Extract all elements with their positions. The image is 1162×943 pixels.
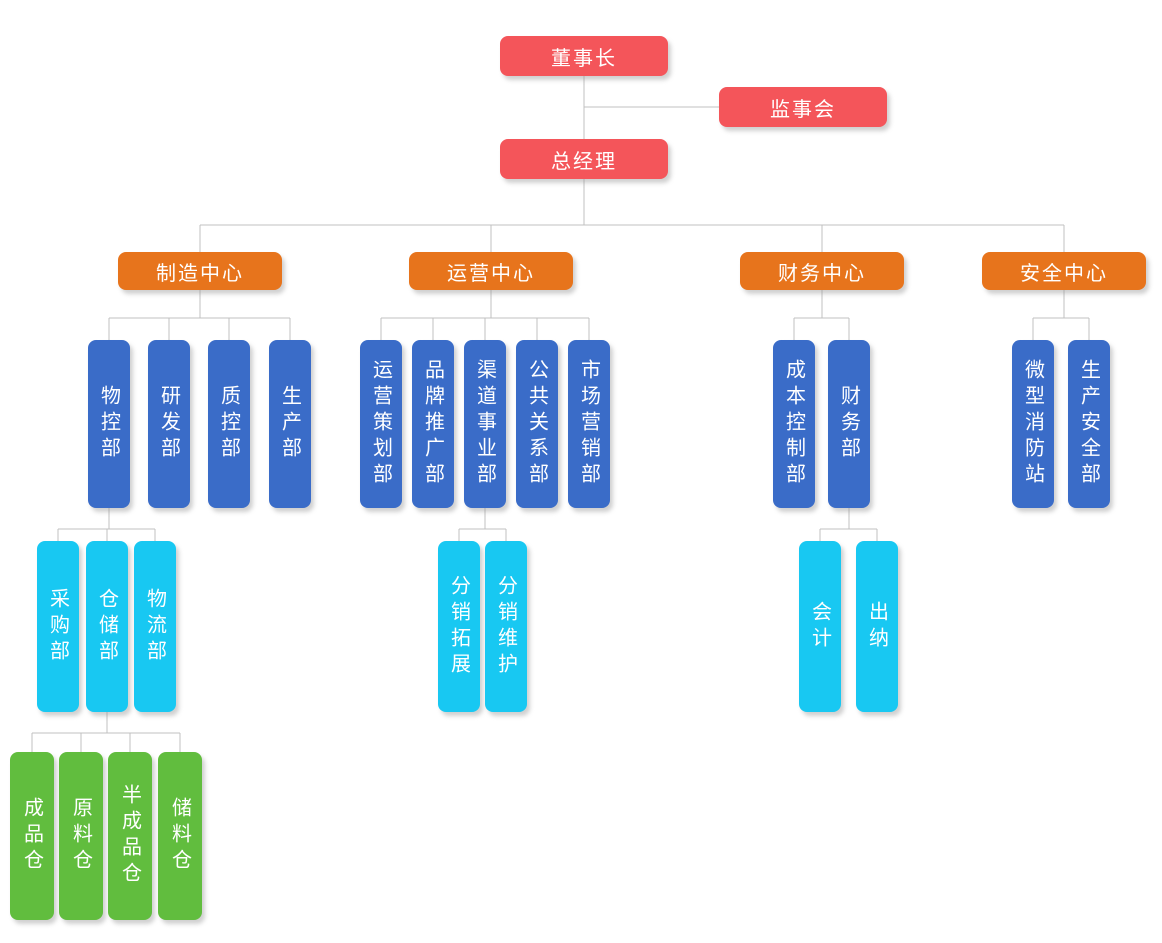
node-office-distribution-maintenance[interactable]: 分销维护 [485, 541, 527, 712]
node-warehouse-finished-goods[interactable]: 成品仓 [10, 752, 54, 920]
node-dept-operations-planning[interactable]: 运营策划部 [360, 340, 402, 508]
node-warehouse-storage[interactable]: 储料仓 [158, 752, 202, 920]
node-center-finance[interactable]: 财务中心 [740, 252, 904, 290]
node-dept-quality-control[interactable]: 质控部 [208, 340, 250, 508]
node-center-safety[interactable]: 安全中心 [982, 252, 1146, 290]
node-dept-public-relations[interactable]: 公共关系部 [516, 340, 558, 508]
node-office-distribution-expansion[interactable]: 分销拓展 [438, 541, 480, 712]
node-office-accounting[interactable]: 会计 [799, 541, 841, 712]
node-general-manager[interactable]: 总经理 [500, 139, 668, 179]
node-office-cashier[interactable]: 出纳 [856, 541, 898, 712]
node-office-logistics[interactable]: 物流部 [134, 541, 176, 712]
node-warehouse-semi-finished[interactable]: 半成品仓 [108, 752, 152, 920]
node-dept-finance[interactable]: 财务部 [828, 340, 870, 508]
node-dept-marketing[interactable]: 市场营销部 [568, 340, 610, 508]
node-dept-channel-business[interactable]: 渠道事业部 [464, 340, 506, 508]
node-dept-rd[interactable]: 研发部 [148, 340, 190, 508]
node-dept-cost-control[interactable]: 成本控制部 [773, 340, 815, 508]
node-office-warehousing[interactable]: 仓储部 [86, 541, 128, 712]
node-dept-material-control[interactable]: 物控部 [88, 340, 130, 508]
node-dept-micro-fire-station[interactable]: 微型消防站 [1012, 340, 1054, 508]
node-warehouse-raw-materials[interactable]: 原料仓 [59, 752, 103, 920]
node-dept-production[interactable]: 生产部 [269, 340, 311, 508]
node-center-operations[interactable]: 运营中心 [409, 252, 573, 290]
node-dept-production-safety[interactable]: 生产安全部 [1068, 340, 1110, 508]
node-office-procurement[interactable]: 采购部 [37, 541, 79, 712]
node-chairman[interactable]: 董事长 [500, 36, 668, 76]
node-dept-brand-promotion[interactable]: 品牌推广部 [412, 340, 454, 508]
node-supervisory-board[interactable]: 监事会 [719, 87, 887, 127]
node-center-manufacturing[interactable]: 制造中心 [118, 252, 282, 290]
